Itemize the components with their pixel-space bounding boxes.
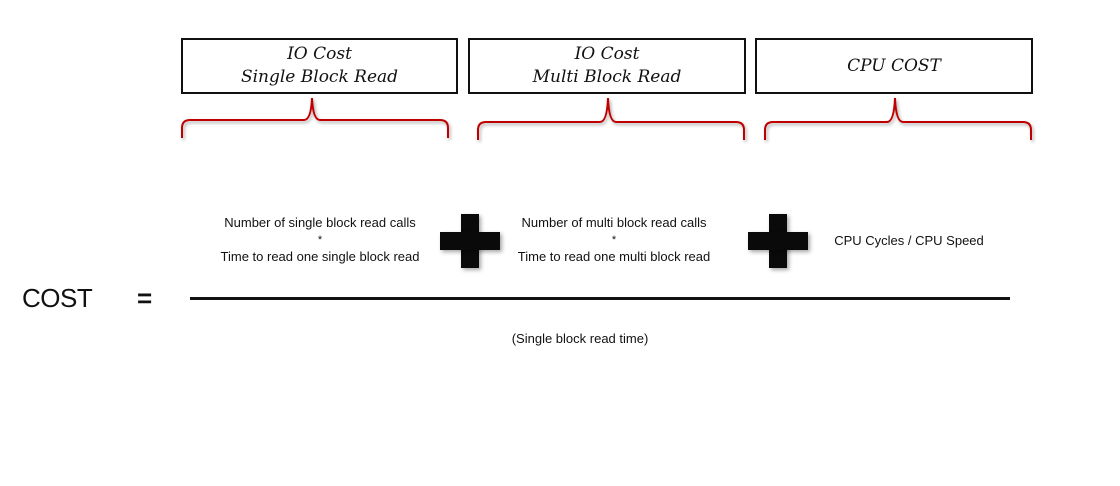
- cpu-term: CPU Cycles / CPU Speed: [820, 232, 998, 250]
- term-operator: *: [317, 234, 323, 246]
- term-line1: Number of single block read calls: [224, 215, 416, 230]
- plus-icon: [748, 214, 808, 268]
- multi-block-term: Number of multi block read calls * Time …: [499, 214, 729, 266]
- single-block-term: Number of single block read calls * Time…: [200, 214, 440, 266]
- brace-single: [181, 97, 449, 138]
- term-line1: Number of multi block read calls: [521, 215, 707, 230]
- box-subtitle: Single Block Read: [240, 67, 399, 87]
- term-operator: *: [611, 234, 617, 246]
- plus-icon: [440, 214, 500, 268]
- curly-braces: [181, 97, 1032, 140]
- term-line2: Time to read one single block read: [220, 249, 420, 264]
- denominator: (Single block read time): [511, 331, 649, 346]
- fraction-line: [190, 297, 1010, 300]
- box-title: IO Cost: [574, 44, 640, 64]
- cpu-cost-box: CPU COST: [755, 38, 1033, 94]
- box-title: IO Cost: [287, 44, 352, 64]
- brace-multi: [477, 97, 745, 140]
- io-cost-single-block-box: IO Cost Single Block Read: [181, 38, 458, 94]
- box-title: CPU COST: [847, 55, 941, 76]
- brace-cpu: [764, 97, 1032, 140]
- term-line2: Time to read one multi block read: [517, 249, 711, 264]
- box-subtitle: Multi Block Read: [532, 67, 682, 87]
- io-cost-multi-block-box: IO Cost Multi Block Read: [468, 38, 746, 94]
- cost-label: COST: [22, 283, 93, 313]
- equals-sign: =: [137, 283, 153, 313]
- term-line1: CPU Cycles / CPU Speed: [834, 233, 984, 248]
